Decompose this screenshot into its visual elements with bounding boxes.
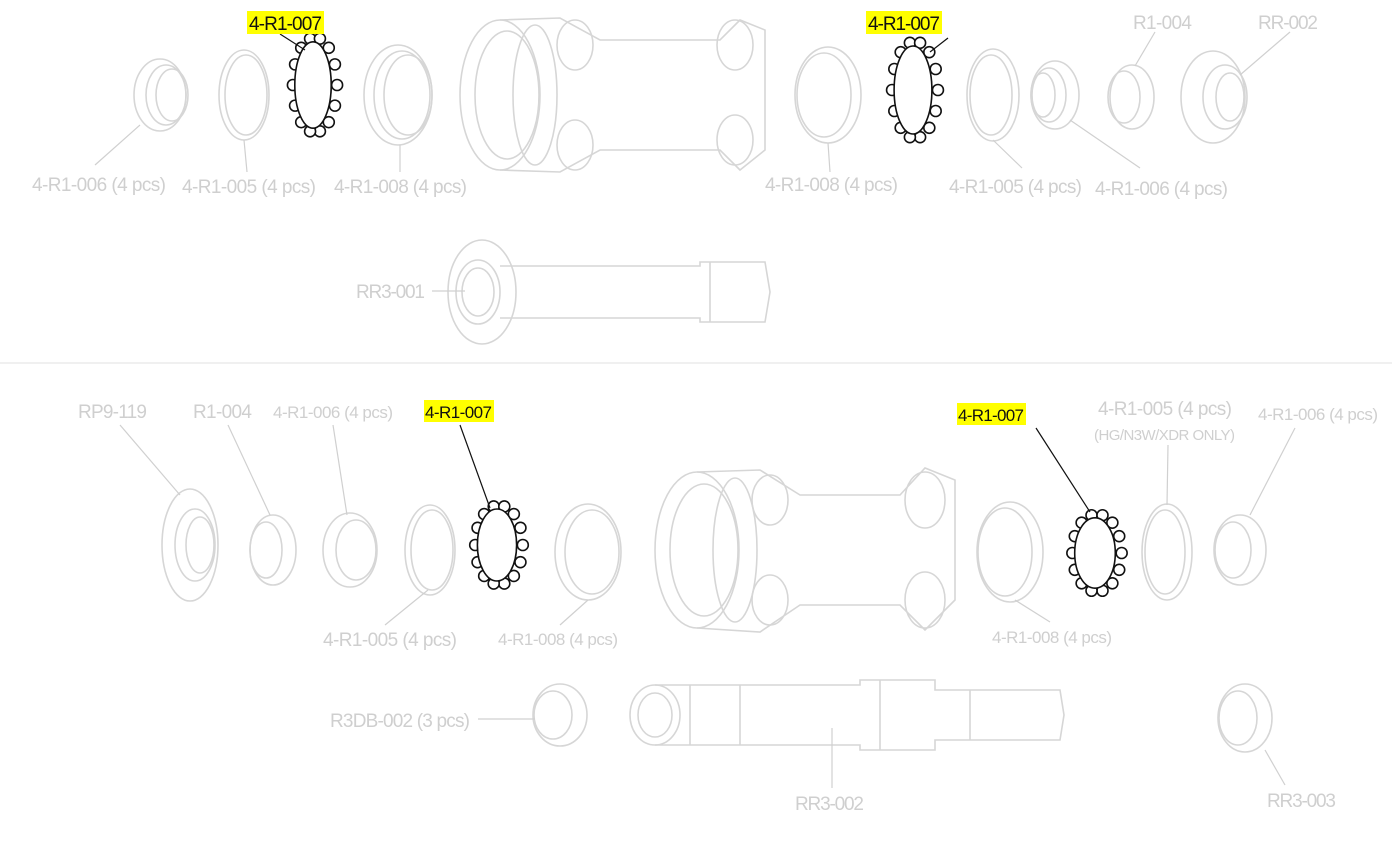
bearing-ball [507, 569, 521, 583]
bearing-4-R1-007-bottom-right[interactable] [1066, 508, 1128, 598]
part-cup-4-R1-006-right [1213, 514, 1267, 586]
part-washer-4-R1-005 [218, 49, 270, 141]
label-4-r1-005-right: 4-R1-005 (4 pcs) [1098, 399, 1232, 420]
highlight-label-bottom-right[interactable]: 4-R1-007 [957, 403, 1026, 425]
part-cup-4-R1-006 [322, 512, 378, 588]
label-highlight [866, 11, 942, 34]
bearing-ball [929, 104, 942, 118]
bottom-parts [161, 467, 1273, 753]
part-ring-4-R1-008-right [794, 46, 862, 144]
bearing-ball [507, 507, 521, 521]
bearing-ball [923, 45, 936, 59]
label-4-r1-006: 4-R1-006 (4 pcs) [273, 403, 393, 422]
label-hg-n3w-xdr-note: (HG/N3W/XDR ONLY) [1094, 427, 1235, 444]
part-cup-4-R1-006-right [1030, 60, 1080, 130]
label-4-r1-008-right: 4-R1-008 (4 pcs) [992, 628, 1112, 647]
bearing-4-R1-007-top-left[interactable] [286, 32, 344, 138]
bearing-ball [514, 521, 527, 535]
part-RR-002 [1180, 50, 1248, 144]
bearing-ball [923, 121, 936, 135]
top-parts [133, 17, 1248, 345]
part-RP9-119 [161, 488, 219, 602]
part-R1-004 [1107, 64, 1155, 130]
label-rr3-002: RR3-002 [795, 794, 864, 815]
highlight-label-top-right[interactable]: 4-R1-007 [866, 11, 942, 35]
label-rr-002: RR-002 [1258, 13, 1318, 34]
part-ring-4-R1-008 [554, 503, 622, 601]
part-cup-4-R1-006 [133, 58, 189, 132]
label-4-r1-006-right: 4-R1-006 (4 pcs) [1258, 405, 1378, 424]
highlight-label-top-left[interactable]: 4-R1-007 [247, 11, 324, 35]
label-4-r1-008-right: 4-R1-008 (4 pcs) [765, 175, 898, 196]
label-highlight [424, 400, 494, 422]
bearing-ball [1115, 546, 1128, 560]
part-R3DB-002 [532, 683, 588, 747]
label-highlight [247, 11, 324, 34]
part-ring-4-R1-008-right [976, 501, 1044, 603]
bearing-ball [929, 62, 942, 76]
bearings [286, 32, 1128, 598]
bearing-4-R1-007-bottom-left[interactable] [468, 500, 530, 590]
label-4-r1-008: 4-R1-008 (4 pcs) [498, 630, 618, 649]
highlighted-labels: 4-R1-007 4-R1-007 4-R1-007 4-R1-007 [247, 11, 1026, 425]
bearing-cage [476, 508, 518, 582]
label-rr3-003: RR3-003 [1267, 791, 1336, 812]
part-RR3-003 [1217, 683, 1273, 753]
part-axle-RR3-001 [447, 239, 771, 345]
bearing-cage [293, 40, 332, 130]
bearing-4-R1-007-top-right[interactable] [885, 36, 945, 144]
label-r1-004: R1-004 [1133, 13, 1192, 34]
part-axle-RR3-002 [629, 679, 1065, 751]
part-number-label: 4-R1-007 [958, 406, 1024, 425]
label-4-r1-006-right: 4-R1-006 (4 pcs) [1095, 179, 1228, 200]
part-washer-4-R1-005 [404, 504, 456, 596]
part-ring-4-R1-008 [363, 44, 433, 146]
bearing-ball [330, 78, 344, 92]
part-number-label: 4-R1-007 [249, 14, 322, 35]
label-r3db-002: R3DB-002 (3 pcs) [330, 711, 470, 732]
label-rp9-119: RP9-119 [78, 402, 147, 423]
label-highlight [957, 403, 1026, 425]
part-washer-4-R1-005-right [966, 48, 1020, 142]
part-hub-shell [654, 467, 956, 633]
label-4-r1-008: 4-R1-008 (4 pcs) [334, 177, 467, 198]
bearing-cage [893, 45, 933, 135]
bearing-cage [1073, 516, 1117, 589]
bearing-ball [328, 99, 342, 112]
bearing-ball [516, 538, 530, 552]
bearing-ball [328, 58, 342, 71]
part-washer-4-R1-005-right [1141, 503, 1193, 601]
part-hub-shell [459, 17, 766, 173]
label-4-r1-005: 4-R1-005 (4 pcs) [323, 630, 457, 651]
bearing-ball [1112, 529, 1126, 543]
part-labels: R1-004 RR-002 4-R1-006 (4 pcs) 4-R1-005 … [32, 13, 1378, 815]
part-R1-004 [249, 514, 297, 586]
highlight-label-bottom-left[interactable]: 4-R1-007 [424, 400, 494, 422]
bearing-ball [514, 555, 527, 569]
bearing-ball [1106, 576, 1119, 590]
leader-lines [94, 31, 1296, 788]
bearing-ball [931, 83, 945, 97]
label-4-r1-005: 4-R1-005 (4 pcs) [182, 177, 316, 198]
label-4-r1-005-right: 4-R1-005 (4 pcs) [949, 177, 1082, 198]
label-r1-004: R1-004 [193, 402, 252, 423]
label-4-r1-006: 4-R1-006 (4 pcs) [32, 175, 166, 196]
bearing-ball [1112, 563, 1126, 577]
bearing-ball [1106, 516, 1119, 530]
part-number-label: 4-R1-007 [868, 14, 940, 35]
part-number-label: 4-R1-007 [425, 403, 492, 422]
label-rr3-001: RR3-001 [356, 282, 425, 303]
